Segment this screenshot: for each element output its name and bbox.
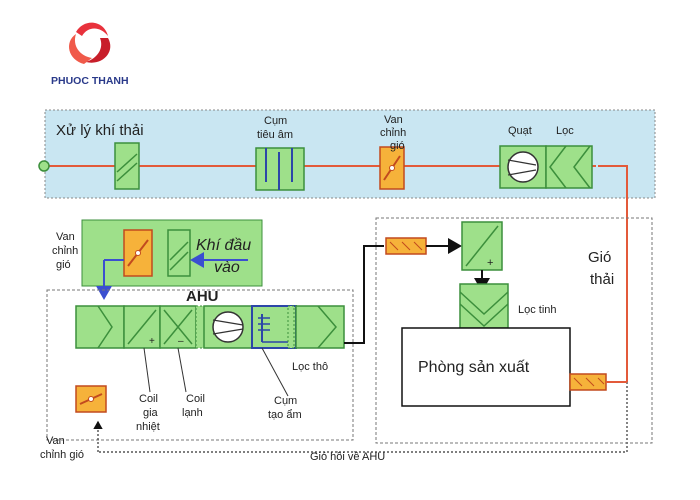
bottom-damper <box>75 385 107 413</box>
return-air-label: Gió hồi về AHU <box>310 451 385 463</box>
svg-text:+: + <box>149 336 155 347</box>
cooling-coil-label-2: lạnh <box>182 407 203 419</box>
bottom-damper-label-2: chỉnh gió <box>40 449 84 461</box>
fine-filter-label: Lọc tinh <box>518 304 557 316</box>
leader-heating-coil <box>143 347 151 393</box>
bottom-damper-label-1: Van <box>46 435 65 447</box>
leader-cooling-coil <box>177 347 187 393</box>
exhaust-damper-label-1: Van <box>384 114 403 126</box>
supply-diffuser <box>385 237 427 255</box>
heating-coil-label-3: nhiệt <box>136 421 160 433</box>
heating-coil-label-1: Coil <box>139 393 158 405</box>
ahu-title: AHU <box>186 288 219 305</box>
exhaust-up-line <box>598 165 628 382</box>
cooling-coil-label-1: Coil <box>186 393 205 405</box>
fan-label: Quạt <box>508 125 532 137</box>
reheat-coil: + <box>461 221 503 271</box>
exhaust-air-label-1: Gió <box>588 249 611 266</box>
muffler-unit <box>255 147 305 191</box>
supply-duct-line <box>344 245 384 344</box>
brand-logo: PHUOC THANH <box>51 22 129 87</box>
fresh-air-damper <box>123 229 153 277</box>
exhaust-title: Xử lý khí thải <box>56 122 144 139</box>
fresh-damper-label-2: chỉnh <box>52 245 78 257</box>
muffler-label-2: tiêu âm <box>257 129 293 141</box>
ahu-enclosure <box>46 289 354 441</box>
exhaust-filter-box <box>114 142 140 190</box>
svg-text:–: – <box>178 336 184 347</box>
fresh-damper-label-1: Van <box>56 231 75 243</box>
fresh-damper-label-3: gió <box>56 259 71 271</box>
brand-name: PHUOC THANH <box>51 75 129 87</box>
exhaust-damper <box>379 146 405 190</box>
leader-humidifier <box>261 347 289 397</box>
exhaust-fan <box>499 145 547 189</box>
logo-mark-icon <box>69 22 111 64</box>
heating-coil-label-2: gia <box>143 407 159 419</box>
fresh-air-filter <box>167 229 191 277</box>
humidifier-label-1: Cụm <box>274 395 297 407</box>
inlet-label-1: Khí đầu <box>196 237 251 254</box>
svg-text:+: + <box>487 257 493 269</box>
production-room-label: Phòng sản xuất <box>418 359 530 376</box>
humidifier-label-2: tạo ẩm <box>268 409 302 421</box>
ahu-unit-train: + – <box>75 305 345 349</box>
exhaust-outlet-dot <box>38 160 50 172</box>
exhaust-air-label-2: thải <box>590 271 614 288</box>
filter-label: Lọc <box>556 125 574 137</box>
exhaust-bag-filter <box>545 145 593 189</box>
muffler-label-1: Cụm <box>264 115 287 127</box>
exhaust-damper-label-3: gió <box>390 140 405 152</box>
coarse-filter-label: Lọc thô <box>292 361 328 373</box>
fine-filter <box>459 283 509 329</box>
exhaust-damper-label-2: chỉnh <box>380 127 406 139</box>
production-room <box>401 327 571 407</box>
production-enclosure <box>375 217 653 444</box>
inlet-label-2: vào <box>214 259 240 276</box>
room-exhaust-grille <box>569 373 607 391</box>
return-air-line <box>98 382 628 453</box>
